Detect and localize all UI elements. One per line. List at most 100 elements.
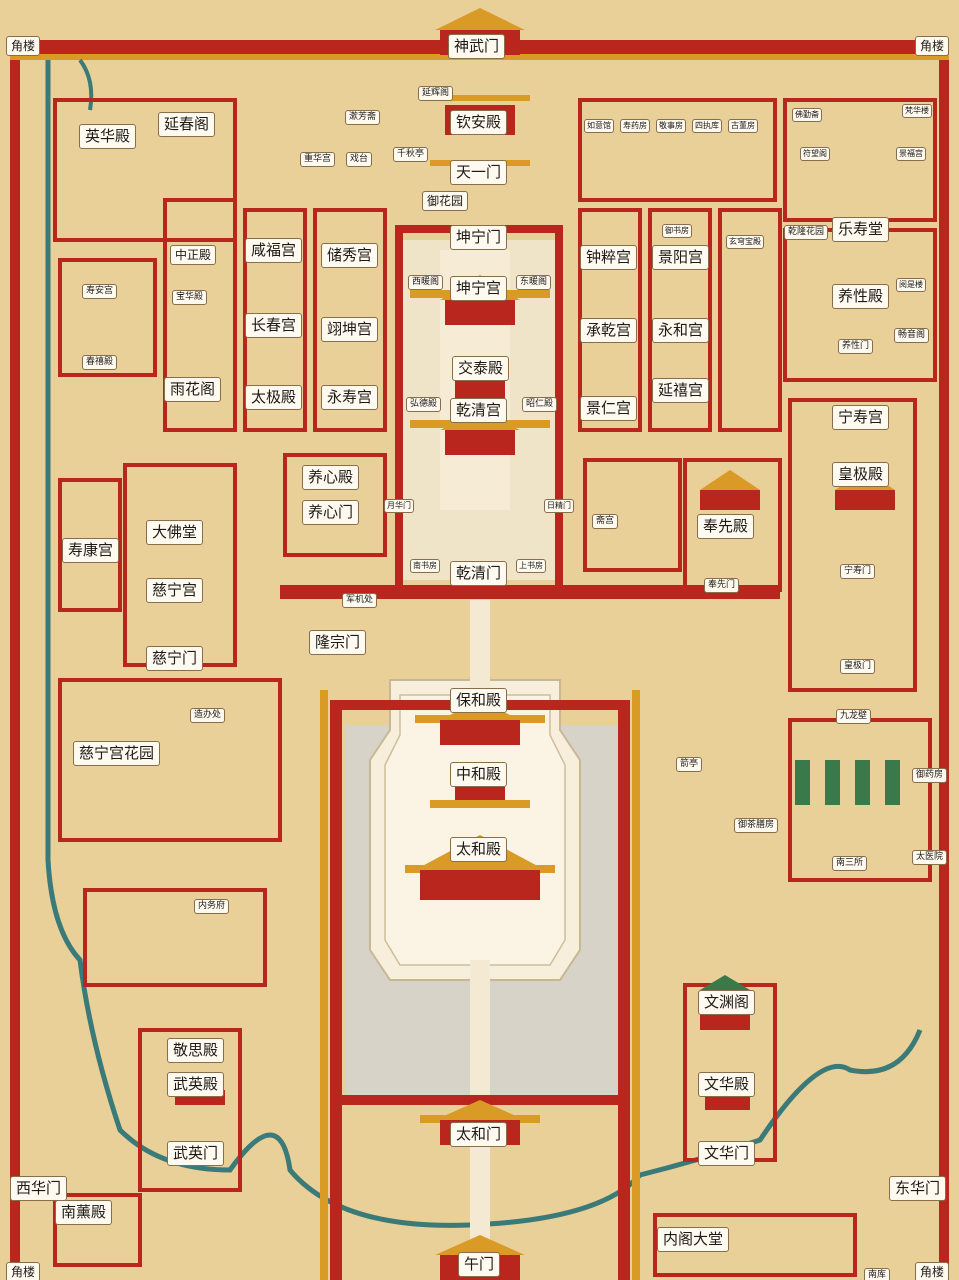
- changchungong-label: 长春宫: [245, 313, 303, 338]
- neigedatang-label: 内阁大堂: [657, 1227, 730, 1252]
- nansansuo-label: 南三所: [832, 856, 868, 871]
- yuyaofang-label: 御药房: [912, 768, 948, 783]
- jingshifang-label: 敬事房: [656, 119, 686, 133]
- jiaolou-se-label: 角楼: [915, 1262, 950, 1280]
- rijingmen-label: 日精门: [544, 499, 574, 513]
- baohedian-label: 保和殿: [450, 688, 508, 713]
- wenhuadian-label: 文华殿: [698, 1072, 756, 1097]
- wuyingmen-label: 武英门: [167, 1141, 225, 1166]
- fengxianmen-label: 奉先门: [704, 578, 740, 593]
- neiwufu-label: 内务府: [194, 899, 230, 914]
- jiulongbi-label: 九龙壁: [836, 709, 872, 724]
- ruyiguan-label: 如意馆: [584, 119, 614, 133]
- jingsidian-label: 敬思殿: [167, 1038, 225, 1063]
- huangjimen-label: 皇极门: [840, 659, 876, 674]
- gudongfang-label: 古董房: [728, 119, 758, 133]
- xuanqiongbaodian-label: 玄穹宝殿: [726, 235, 764, 249]
- qianqinggong-label: 乾清宫: [450, 398, 508, 423]
- zhongzhengdian-label: 中正殿: [170, 245, 217, 265]
- sizhiku-label: 四执库: [692, 119, 722, 133]
- shangshufang-label: 上书房: [516, 559, 546, 573]
- taihemen-label: 太和门: [450, 1122, 508, 1147]
- jingyanggong-label: 景阳宫: [652, 245, 710, 270]
- tianyimen-label: 天一门: [450, 160, 508, 185]
- cininggonghuayuan-label: 慈宁宫花园: [73, 741, 161, 766]
- yanhuige-label: 延辉阁: [418, 86, 454, 101]
- jingrengong-label: 景仁宫: [580, 396, 638, 421]
- xianfugong-label: 咸福宫: [245, 238, 303, 263]
- chunxidian-label: 春禧殿: [82, 355, 118, 370]
- wenyuange-label: 文渊阁: [698, 990, 756, 1015]
- yangxingmen-label: 养性门: [838, 339, 874, 354]
- huangjidian-label: 皇极殿: [832, 462, 890, 487]
- yonghegong-label: 永和宫: [652, 318, 710, 343]
- xihuamen-label: 西华门: [10, 1176, 68, 1201]
- wenhuamen-label: 文华门: [698, 1141, 756, 1166]
- leshoutang-label: 乐寿堂: [832, 217, 890, 242]
- qianqingmen-label: 乾清门: [450, 561, 508, 586]
- chonghuagong-label: 重华宫: [300, 152, 336, 167]
- yikungong-label: 翊坤宫: [321, 317, 379, 342]
- zhaorendian-label: 昭仁殿: [522, 397, 558, 412]
- shoukanggong-label: 寿康宫: [62, 538, 120, 563]
- donghuamen-label: 东华门: [889, 1176, 947, 1201]
- yueshilou-label: 阅是楼: [896, 278, 926, 292]
- jiaotaidian-label: 交泰殿: [452, 356, 510, 381]
- fanhualou-label: 梵华楼: [902, 104, 932, 118]
- taijidian-label: 太极殿: [245, 385, 303, 410]
- yinghuadian-label: 英华殿: [79, 124, 137, 149]
- yuhuage-label: 雨花阁: [164, 377, 222, 402]
- fuwangge-label: 符望阁: [800, 147, 830, 161]
- qianqiuting-label: 千秋亭: [393, 147, 429, 162]
- nanxundian-label: 南薰殿: [55, 1200, 113, 1225]
- jiaolou-nw-label: 角楼: [6, 36, 41, 56]
- yangxindian-label: 养心殿: [302, 465, 360, 490]
- shenwumen-label: 神武门: [448, 34, 506, 59]
- dafotang-label: 大佛堂: [146, 520, 204, 545]
- nanshufang-label: 南书房: [410, 559, 440, 573]
- yanchunge-label: 延春阁: [158, 112, 216, 137]
- yuhuayuan-label: 御花园: [422, 191, 469, 211]
- yangxinmen-label: 养心门: [302, 500, 360, 525]
- kunningmen-label: 坤宁门: [450, 225, 508, 250]
- zhongcuigong-label: 钟粹宫: [580, 245, 638, 270]
- jiaolou-ne-label: 角楼: [915, 36, 950, 56]
- yangxingdian-label: 养性殿: [832, 284, 890, 309]
- yanxigong-label: 延禧宫: [652, 378, 710, 403]
- taihedian-label: 太和殿: [450, 837, 508, 862]
- jifangzhai-label: 漱芳斋: [345, 110, 381, 125]
- zhaigong-label: 斋宫: [592, 514, 619, 529]
- jianting-label: 箭亭: [676, 757, 703, 772]
- shouangong-label: 寿安宫: [82, 284, 118, 299]
- junjichu-label: 军机处: [342, 593, 378, 608]
- ciningmen-label: 慈宁门: [146, 646, 204, 671]
- shouyaofang-label: 寿药房: [620, 119, 650, 133]
- qianlonghuayuan-label: 乾隆花园: [784, 225, 829, 240]
- xitai-label: 戏台: [346, 152, 373, 167]
- changyinge-label: 畅音阁: [894, 328, 930, 343]
- yuehuamen-label: 月华门: [384, 499, 414, 513]
- fengxiandian-label: 奉先殿: [697, 514, 755, 539]
- xinuange-label: 西暖阁: [408, 275, 444, 290]
- kunninggong-label: 坤宁宫: [450, 276, 508, 301]
- longzongmen-label: 隆宗门: [309, 630, 367, 655]
- yuchashanfang-label: 御茶膳房: [734, 818, 779, 833]
- hongdedian-label: 弘德殿: [406, 397, 442, 412]
- cininggong-label: 慈宁宫: [146, 578, 204, 603]
- qinandian-label: 钦安殿: [450, 110, 508, 135]
- taiyiyuan-label: 太医院: [912, 850, 948, 865]
- yushufang-label: 御书房: [662, 224, 692, 238]
- chengqiangong-label: 承乾宫: [580, 318, 638, 343]
- wumen-label: 午门: [458, 1252, 501, 1277]
- jiaolou-sw-label: 角楼: [6, 1262, 41, 1280]
- yongshougong-label: 永寿宫: [321, 385, 379, 410]
- zhonghedian-label: 中和殿: [450, 762, 508, 787]
- ningshougong-label: 宁寿宫: [832, 405, 890, 430]
- baohuadian-label: 宝华殿: [172, 290, 208, 305]
- chuxiugong-label: 储秀宫: [321, 243, 379, 268]
- fojiongchai-label: 佛勤斋: [792, 108, 822, 122]
- zaobanchu-label: 造办处: [190, 708, 226, 723]
- wuyingdian-label: 武英殿: [167, 1072, 225, 1097]
